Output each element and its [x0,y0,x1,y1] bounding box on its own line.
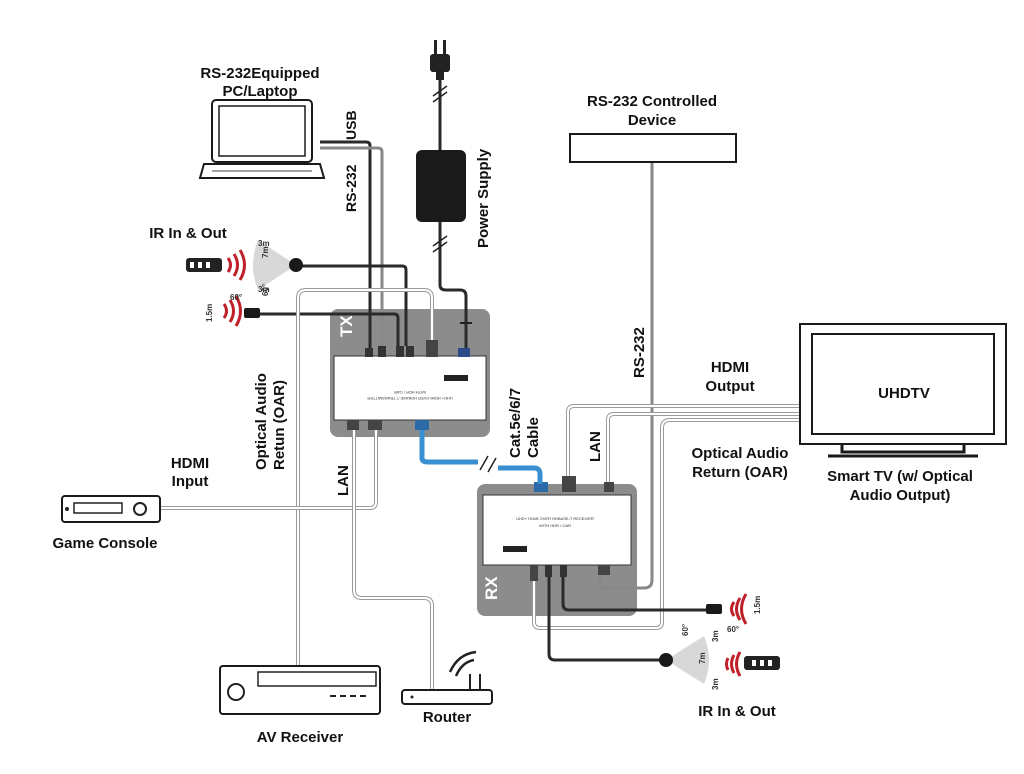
ir-receiver-cable-rx [547,577,666,662]
rx-device-panel [482,494,632,566]
optical-audio-rx-label-line1: Optical Audio [692,445,789,462]
tx-bottom-ports [347,420,429,430]
cat-cable-label-line2: Cable [525,417,542,458]
lan-tx-label: LAN [335,465,352,496]
svg-text:7m: 7m [261,246,270,258]
ir-tx-label: IR In & Out [149,225,227,242]
lan-cable-tx [352,430,434,690]
tx-hdr-badge [444,375,468,381]
optical-audio-tx-label-line2: Retun (OAR) [271,380,288,470]
cat-cable-label-line1: Cat.5e/6/7 [507,388,524,458]
router-label: Router [423,709,471,726]
svg-text:60°: 60° [261,284,270,296]
tx-device-line2: WITH HDR / OAR [394,390,426,395]
cat-cable-rx [498,465,543,484]
power-cord-lower [438,222,468,348]
hdmi-input-label-line1: HDMI [171,455,209,472]
svg-text:60°: 60° [230,293,242,302]
remote-control-icon-rx [744,656,780,670]
svg-text:3m: 3m [711,630,720,642]
rs232-device-label-line1: RS-232 Controlled [587,93,717,110]
power-supply-label: Power Supply [475,148,492,248]
ir-signal-icon [226,249,246,281]
power-adapter [416,150,466,222]
ir-rx-label: IR In & Out [698,703,776,720]
tx-device-panel [333,355,487,421]
rx-device-line1: UHD+ HDMI OVER HDBASE-T RECEIVER [516,516,594,521]
rx-hdr-badge [503,546,527,552]
rs232-rx-label: RS-232 [631,327,648,378]
tx-device-line1: UHD+ HDMI OVER HDBASE-T TRANSMITTER [367,396,453,401]
rs232-cable-rx [598,162,654,590]
laptop [198,99,326,179]
svg-text:3m: 3m [258,285,270,294]
ir-emitter-cable-rx [561,577,712,612]
svg-text:7m: 7m [698,652,707,664]
pc-label-line1: RS-232Equipped [200,65,319,82]
lan-rx-label: LAN [587,431,604,462]
tx-label: TX [337,315,356,337]
hdmi-input-label-line2: Input [172,473,209,490]
ir-emitter-icon-tx [222,295,260,327]
rs232-cable-tx [320,140,372,348]
ir-receiver-cable-tx [296,264,408,346]
pc-label-line2: PC/Laptop [223,83,298,100]
svg-text:60°: 60° [681,624,690,636]
tx-top-ports [365,340,470,357]
optical-audio-tx-label-line1: Optical Audio [253,373,270,470]
smart-tv-label-line2: Audio Output) [850,487,951,504]
hdmi-output-label-line2: Output [705,378,754,395]
rx-bottom-ports [530,565,610,581]
rx-device-line2: WITH HDR / OAR [539,523,571,528]
svg-text:60°: 60° [727,625,739,634]
uhdtv-label: UHDTV [878,385,930,402]
game-console [61,495,161,523]
rs232-tx-label: RS-232 [343,164,359,212]
ir-receive-cone-tx [253,240,296,290]
smart-tv [799,323,1007,458]
wifi-icon [448,650,477,677]
usb-label: USB [343,110,359,140]
cat-cable-tx [419,430,478,465]
svg-text:1.5m: 1.5m [753,596,762,614]
av-receiver-label: AV Receiver [257,729,344,746]
game-console-label: Game Console [52,535,157,552]
ir-emitter-cable-tx [258,312,400,346]
svg-text:1.5m: 1.5m [205,304,214,322]
hdmi-output-label-line1: HDMI [711,359,749,376]
svg-text:3m: 3m [258,239,270,248]
rx-top-ports [534,476,614,492]
ir-receiver-eye-tx [289,258,303,272]
power-plug [430,40,450,80]
ir-receiver-eye-rx [659,653,673,667]
ir-emitter-icon-rx [706,593,748,625]
svg-text:3m: 3m [711,678,720,690]
rs232-controlled-device [569,133,737,163]
usb-cable [320,146,384,346]
remote-control-icon [186,258,222,272]
ir-signal-icon-rx [725,651,742,677]
rs232-device-label-line2: Device [628,112,676,129]
router [401,674,493,705]
av-receiver [219,665,381,715]
smart-tv-label-line1: Smart TV (w/ Optical [827,468,973,485]
rx-label: RX [482,576,501,600]
ir-receive-cone-rx [666,636,709,684]
optical-audio-rx-label-line2: Return (OAR) [692,464,788,481]
